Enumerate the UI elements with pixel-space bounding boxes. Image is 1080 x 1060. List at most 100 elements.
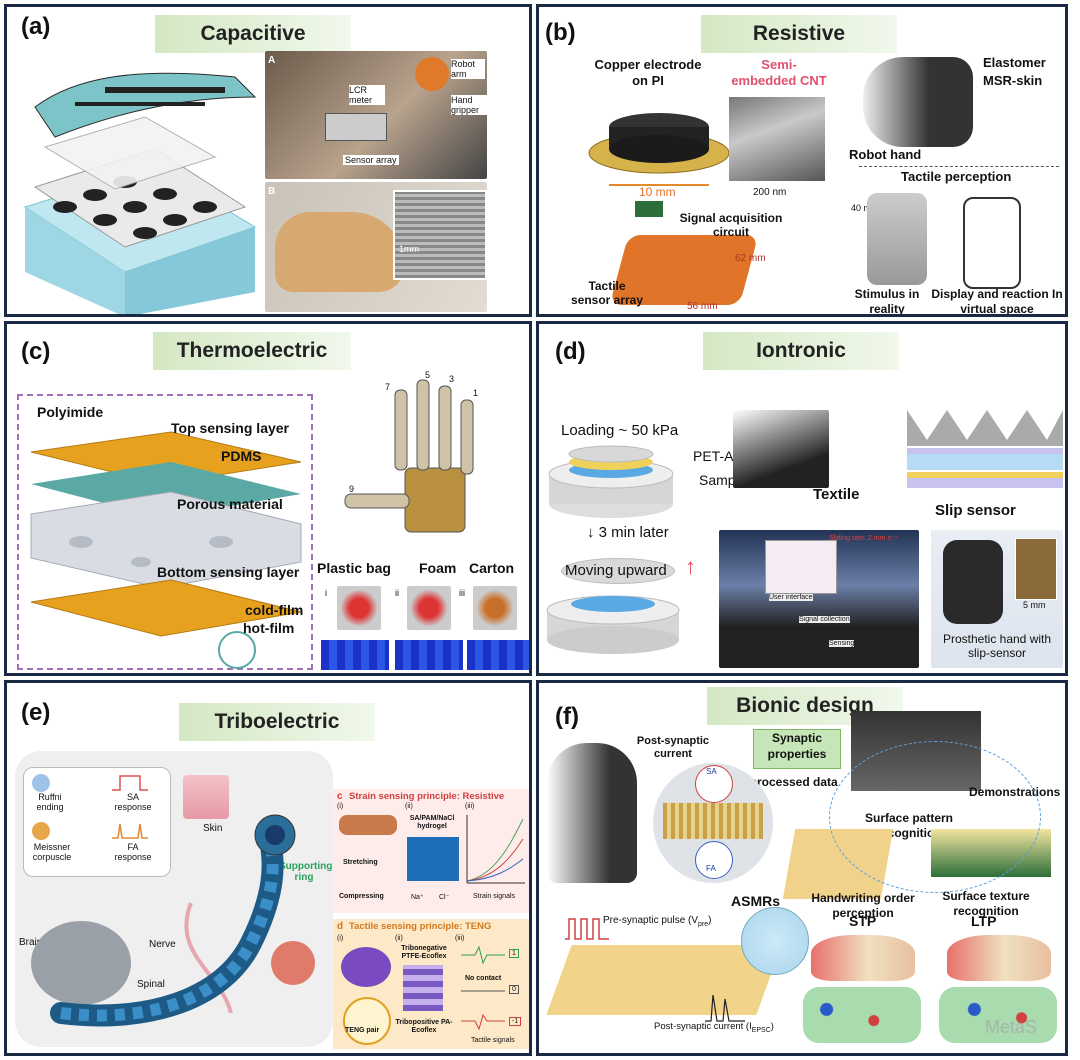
photo-b-letter: B [268, 186, 276, 197]
signal-circuit-label: Signal acquisition circuit [679, 211, 783, 239]
panel-b-title: Resistive [701, 15, 897, 53]
moving-disc [561, 558, 675, 584]
panel-e: (e) Triboelectric Ruffni ending SA respo… [4, 680, 532, 1056]
capacitive-sensor-illustration [23, 72, 257, 314]
finger-label-9: 9 [349, 484, 355, 494]
robot-arm-photo: A LCR meter Robot arm Hand gripper Senso… [265, 51, 487, 179]
user-interface-label: User interface [769, 594, 813, 601]
up-arrow-icon: ↑ [685, 554, 696, 579]
level-0-label: 0 [509, 985, 519, 994]
heatmap-foam [395, 640, 463, 670]
skin-icon [183, 775, 229, 819]
roman-iii: iii [459, 588, 465, 598]
finger-label-7: 7 [385, 382, 391, 392]
step-i-d: (i) [337, 935, 344, 942]
tactile-signals-label: Tactile signals [471, 1037, 515, 1044]
panel-a-title: Capacitive [155, 15, 351, 53]
tribo-neg-label: Tribonegative PTFE-Ecoflex [401, 945, 447, 960]
strain-principle-box: c Strain sensing principle: Resistive (i… [333, 789, 529, 913]
nerve-label: Nerve [149, 939, 176, 950]
elastomer-label: Elastomer [983, 55, 1046, 70]
panel-f-label: (f) [555, 703, 579, 730]
sapam-label: SA/PAM/NaCl hydrogel [409, 815, 455, 830]
pre-pulse-label: Pre-synaptic pulse (Vpre) [603, 915, 712, 928]
display-reaction-label: Display and reaction In virtual space [931, 287, 1063, 316]
prosthetic-label: Prosthetic hand with slip-sensor [942, 632, 1052, 660]
step-iii-c: (iii) [465, 803, 475, 810]
virtual-hand-shape [963, 197, 1021, 289]
asmrs-label: ASMRs [731, 893, 781, 909]
panel-d-label: (d) [555, 338, 586, 365]
sensing-label: Sensing [829, 640, 855, 647]
dim-56mm-label: 56 mm [687, 301, 718, 312]
sliding-rate-label: Sliding rate: 2 mm·s⁻¹ [829, 535, 898, 542]
robot-hand-shape [863, 57, 973, 147]
sa-label: SA [706, 767, 717, 776]
pdms-label: PDMS [221, 448, 262, 464]
step-i-c: (i) [337, 803, 344, 810]
synaptic-props-label: Synaptic properties [753, 729, 841, 769]
post-bottom-label: Post-synaptic current (IEPSC) [654, 1021, 774, 1034]
heatmap-carton [467, 640, 529, 670]
robot-hand-illustration [344, 379, 474, 533]
cl-label: Cl⁻ [439, 894, 450, 901]
step-ii-c: (ii) [405, 803, 413, 810]
hand-photo: B 1mm [265, 182, 487, 312]
tactile-signal-traces [461, 945, 505, 1031]
strain-principle-title: Strain sensing principle: Resistive [349, 791, 505, 802]
receptor-legend: Ruffni ending SA response Meissner corpu… [23, 767, 171, 877]
porous-label: Porous material [177, 496, 283, 512]
divider-dashed [859, 166, 1059, 167]
supporting-ring-label: Supporting ring [279, 861, 333, 883]
hot-film-label: hot-film [243, 620, 295, 636]
later-label: ↓ 3 min later [587, 524, 669, 541]
stp-label: STP [849, 913, 877, 929]
handwriting-pad [782, 829, 894, 899]
tribo-pos-label: Tribopositive PA-Ecoflex [395, 1019, 453, 1034]
handwriting-label: Handwriting order perception [811, 891, 915, 920]
moving-upward-label: Moving upward [565, 562, 667, 579]
photo-a-letter: A [268, 55, 276, 66]
foam-label: Foam [419, 560, 457, 576]
sensor-array-label: Sensor array [343, 155, 399, 165]
pre-pulse-sub: pre [698, 921, 709, 928]
laptop-chart-window [765, 540, 837, 594]
finger-label-3: 3 [449, 374, 455, 384]
heatmap-plastic [321, 640, 389, 670]
fa-response-label: FA response [114, 842, 152, 862]
hydrogel-cube [407, 837, 459, 881]
teng-principle-box: d Tactile sensing principle: TENG (i) (i… [333, 919, 529, 1049]
pre-pulse-text: Pre-synaptic pulse (V [603, 915, 699, 926]
sensor-grid-inset [393, 190, 487, 280]
panel-a-label: (a) [21, 13, 51, 40]
ruffini-icon [32, 774, 50, 792]
asmr-device [663, 803, 763, 839]
demonstrations-label: Demonstrations [969, 785, 1061, 799]
strain-signal-curves [466, 815, 525, 884]
tactile-perception-label: Tactile perception [901, 169, 1012, 184]
panel-a: (a) Capacitive A LCR meter Robot arm Han… [4, 4, 532, 317]
loading-label: Loading ~ 50 kPa [561, 422, 679, 439]
scale-1mm-label: 1mm [399, 244, 419, 254]
finger-label-5: 5 [425, 370, 431, 380]
grasp-photo-foam [407, 586, 451, 630]
stimulus-hand-shape [867, 193, 927, 285]
robot-head-shape [547, 743, 637, 883]
spinal-label: Spinal [137, 979, 165, 990]
ltp-receptors [939, 987, 1057, 1043]
no-contact-label: No contact [465, 975, 502, 982]
prosthetic-photo: 5 mm Prosthetic hand with slip-sensor [931, 530, 1063, 668]
ruffini-label: Ruffni ending [36, 792, 64, 812]
grasp-photo-carton [473, 586, 517, 630]
level-1-label: 1 [509, 949, 519, 958]
msr-skin-label: MSR-skin [983, 73, 1043, 88]
strain-signals-label: Strain signals [473, 893, 516, 900]
copper-electrode-label: Copper electrode on PI [594, 57, 702, 88]
roman-ii: ii [395, 588, 399, 598]
stretching-label: Stretching [343, 859, 378, 866]
slip-sensor-label: Slip sensor [935, 502, 1016, 519]
hand-gripper-label: Hand gripper [451, 95, 487, 115]
ltp-label: LTP [971, 913, 997, 929]
synapse-zoom-circle [741, 907, 809, 975]
finger-label-1: 1 [473, 388, 479, 398]
